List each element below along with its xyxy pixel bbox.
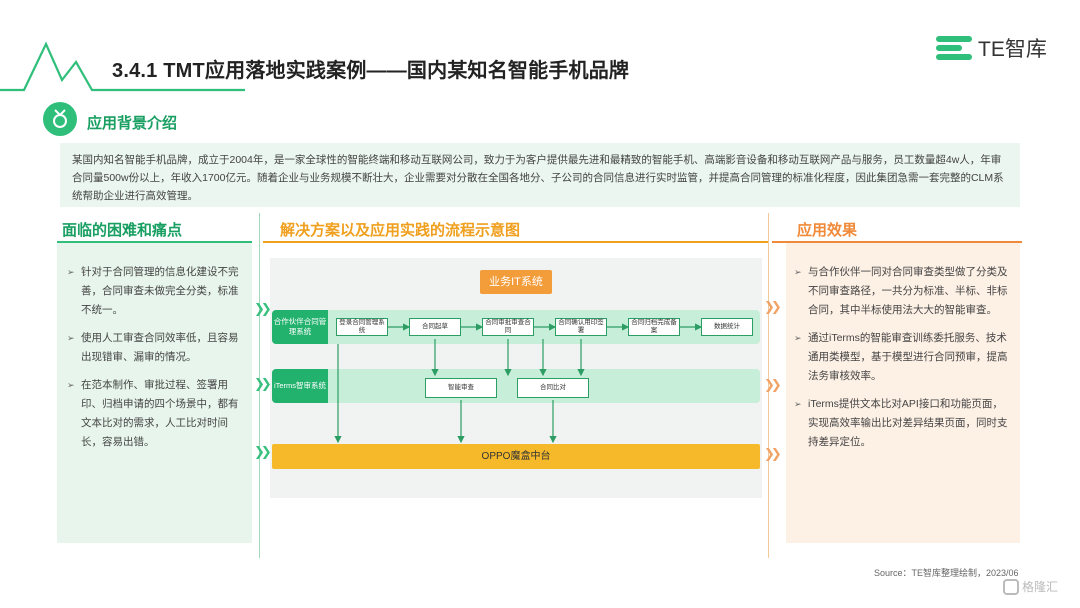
- solution-title: 解决方案以及应用实践的流程示意图: [280, 222, 521, 239]
- list-item: ➢ 通过iTerms的智能审查训练委托服务、技术通用类模型，基于模型进行合同预审，…: [794, 329, 1008, 386]
- chevron-right-icon: ❯❯: [254, 444, 272, 459]
- list-item-text: 与合作伙伴一同对合同审查类型做了分类及不同审查路径，一共分为标准、半标、非标合同…: [808, 266, 1008, 316]
- bullet-icon: ➢: [67, 267, 75, 277]
- column-divider: [768, 213, 769, 558]
- step-statistics: 数据统计: [701, 318, 753, 336]
- bullet-icon: ➢: [67, 333, 75, 343]
- list-item: ➢ 与合作伙伴一同对合同审查类型做了分类及不同审查路径，一共分为标准、半标、非标合…: [794, 263, 1008, 320]
- lane-partner-clm-label: 合作伙伴合同管理系统: [272, 310, 328, 344]
- page-title: 3.4.1 TMT应用落地实践案例——国内某知名智能手机品牌: [112, 60, 630, 82]
- list-item: ➢ 使用人工审查合同效率低，且容易出现错审、漏审的情况。: [67, 329, 240, 367]
- list-item-text: 针对于合同管理的信息化建设不完善，合同审查未做完全分类，标准不统一。: [81, 266, 239, 316]
- platform-bar: OPPO魔盒中台: [272, 444, 760, 469]
- chevron-right-icon: ❯❯: [764, 377, 782, 392]
- list-item-text: 通过iTerms的智能审查训练委托服务、技术通用类模型，基于模型进行合同预审，提…: [808, 332, 1008, 382]
- list-item-text: iTerms提供文本比对API接口和功能页面，实现高效率输出比对差异结果页面，同…: [808, 398, 1008, 448]
- pain-panel: ➢ 针对于合同管理的信息化建设不完善，合同审查未做完全分类，标准不统一。 ➢ 使用人…: [57, 243, 252, 543]
- list-item: ➢ 在范本制作、审批过程、签署用印、归档申请的四个场景中，都有文本比对的需求，人工…: [67, 376, 240, 452]
- medal-icon: [43, 102, 77, 136]
- brand-logo: TE智库: [936, 33, 1047, 63]
- pain-underline: [57, 241, 252, 243]
- lane-iterms-label: iTerms智审系统: [272, 369, 328, 403]
- brand-mark-icon: [936, 33, 972, 63]
- step-compare: 合同比对: [517, 378, 589, 398]
- pain-title: 面临的困难和痛点: [62, 222, 183, 239]
- brand-name: TE智库: [978, 38, 1047, 61]
- solution-underline: [263, 241, 769, 243]
- background-title: 应用背景介绍: [87, 115, 178, 132]
- source-note: Source：TE智库整理绘制，2023/06: [874, 568, 1019, 578]
- step-draft: 合同起草: [409, 318, 461, 336]
- list-item: ➢ iTerms提供文本比对API接口和功能页面，实现高效率输出比对差异结果页面，…: [794, 395, 1008, 452]
- step-archive: 合同归档完成备案: [628, 318, 680, 336]
- list-item: ➢ 针对于合同管理的信息化建设不完善，合同审查未做完全分类，标准不统一。: [67, 263, 240, 320]
- chevron-right-icon: ❯❯: [254, 301, 272, 316]
- watermark: 格隆汇: [1003, 578, 1058, 595]
- step-approve: 合同审批审查合同: [482, 318, 534, 336]
- list-item-text: 在范本制作、审批过程、签署用印、归档申请的四个场景中，都有文本比对的需求，人工比…: [81, 379, 239, 448]
- effect-panel: ➢ 与合作伙伴一同对合同审查类型做了分类及不同审查路径，一共分为标准、半标、非标合…: [786, 243, 1020, 543]
- lane-iterms: [272, 369, 760, 403]
- watermark-icon: [1003, 578, 1019, 595]
- bullet-icon: ➢: [794, 333, 802, 343]
- chevron-right-icon: ❯❯: [254, 376, 272, 391]
- it-system-box: 业务IT系统: [480, 270, 552, 294]
- step-login: 登录合同管理系统: [336, 318, 388, 336]
- chevron-right-icon: ❯❯: [764, 446, 782, 461]
- chevron-right-icon: ❯❯: [764, 299, 782, 314]
- effect-title: 应用效果: [797, 222, 858, 239]
- column-divider: [259, 213, 260, 558]
- bullet-icon: ➢: [67, 380, 75, 390]
- effect-underline: [772, 241, 1022, 243]
- pulse-line-decoration: [0, 41, 245, 92]
- bullet-icon: ➢: [794, 399, 802, 409]
- step-smart-review: 智能审查: [425, 378, 497, 398]
- watermark-text: 格隆汇: [1022, 580, 1059, 594]
- background-text: 某国内知名智能手机品牌，成立于2004年，是一家全球性的智能终端和移动互联网公司…: [60, 143, 1020, 207]
- step-sign: 合同确认用印签署: [555, 318, 607, 336]
- bullet-icon: ➢: [794, 267, 802, 277]
- list-item-text: 使用人工审查合同效率低，且容易出现错审、漏审的情况。: [81, 332, 239, 363]
